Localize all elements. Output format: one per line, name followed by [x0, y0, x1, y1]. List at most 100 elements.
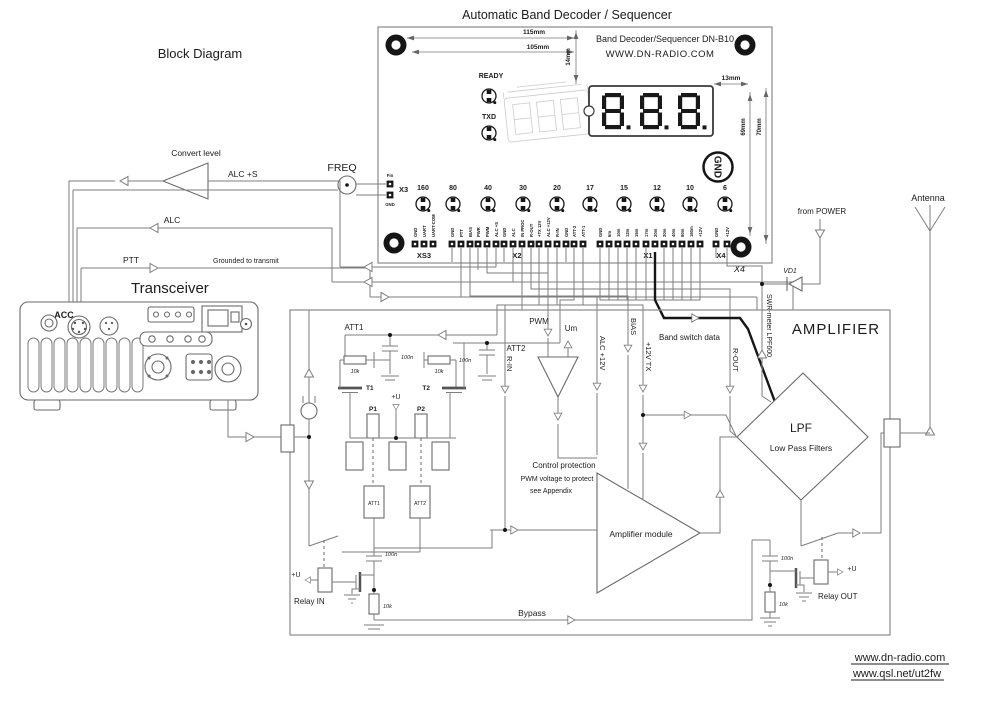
svg-text:10m: 10m [616, 228, 621, 237]
svg-text:GND: GND [385, 202, 395, 207]
arrow-right-icon [149, 263, 159, 273]
svg-text:X4: X4 [733, 264, 745, 274]
connector-x4: GND +12V X4 X4 [712, 227, 745, 274]
svg-text:15: 15 [620, 185, 628, 192]
band-data-bus [653, 252, 777, 403]
svg-text:6: 6 [723, 185, 727, 192]
amplifier-module [596, 472, 702, 594]
svg-text:ATT-2: ATT-2 [572, 225, 577, 237]
dim-13mm: 13mm [722, 75, 741, 82]
svg-text:+TX 12V: +TX 12V [537, 220, 542, 237]
transceiver-title: Transceiver [131, 280, 209, 297]
svg-text:ALC: ALC [511, 228, 516, 237]
svg-text:17: 17 [586, 185, 594, 192]
freq-coax-center [345, 183, 349, 187]
junction-dots [307, 282, 772, 592]
arrow-down-icon [815, 229, 825, 239]
page-title: Automatic Band Decoder / Sequencer [462, 8, 672, 22]
svg-text:12: 12 [653, 185, 661, 192]
svg-text:ALC +S: ALC +S [494, 222, 499, 237]
svg-text:PTT: PTT [459, 229, 464, 237]
opamp-icon [537, 356, 579, 399]
display-dimension-drawing [502, 81, 593, 143]
svg-text:160: 160 [417, 185, 429, 192]
convert-level-amp-icon [161, 162, 209, 200]
seven-segment-display: 8.8.8. [583, 85, 714, 137]
svg-text:ATT-1: ATT-1 [581, 225, 586, 237]
dim-69mm: 69mm [741, 118, 747, 135]
svg-text:IN PROC: IN PROC [520, 220, 525, 237]
p1-label: P1 [369, 406, 377, 413]
control-line2: PWM voltage to protect [521, 476, 594, 483]
right-side: Antenna from POWER VD1 SWR-meter LPF600 [761, 193, 946, 436]
board-url: WWW.DN-RADIO.COM [606, 49, 715, 60]
connector-x1: GND 6m 10m 12m 15m 17m 20m 30m 40m 80m 1… [596, 226, 704, 260]
ptt-label: PTT [123, 255, 139, 265]
dimension-lines: 115mm 105mm 14mm 13mm 69mm 70mm [407, 29, 769, 244]
svg-text:GND: GND [502, 228, 507, 237]
svg-text:12m: 12m [625, 228, 630, 237]
u-plus-label: +U [291, 572, 300, 579]
from-power-label: from POWER [798, 207, 847, 216]
gnd-logo: GND [702, 151, 734, 183]
svg-text:80m: 80m [680, 228, 685, 237]
antenna-icon [914, 205, 946, 433]
svg-text:X4: X4 [716, 251, 726, 260]
svg-text:GND: GND [598, 228, 603, 237]
c100n-label: 100n [385, 552, 397, 558]
ready-label: READY [479, 73, 504, 80]
relay-out-circuit: +U Relay OUT 100n 10k [760, 432, 884, 627]
svg-text:20m: 20m [653, 228, 658, 237]
link-qsl[interactable]: www.qsl.net/ut2fw [852, 668, 941, 680]
svg-text:UART: UART [422, 225, 427, 237]
resistor-10k [764, 591, 776, 613]
um-label: Um [565, 324, 578, 333]
mounting-hole [385, 34, 407, 56]
resistor-10k [427, 355, 451, 365]
relay-out-label: Relay OUT [818, 592, 858, 601]
c100n-label: 100n [781, 556, 793, 562]
dim-115mm: 115mm [523, 29, 545, 36]
control-line3: see Appendix [530, 488, 573, 495]
alc-label: ALC [164, 215, 181, 225]
link-dn-radio[interactable]: www.dn-radio.com [854, 652, 945, 664]
relay-out-coil [813, 559, 829, 585]
svg-text:PWR: PWR [476, 227, 481, 237]
svg-text:PWM: PWM [485, 226, 490, 237]
svg-text:GND: GND [712, 156, 723, 178]
lpf-subtitle: Low Pass Filters [770, 443, 832, 453]
svg-text:GND: GND [450, 228, 455, 237]
u-plus-label: +U [847, 566, 856, 573]
svg-text:GND: GND [564, 228, 569, 237]
amplifier-title: AMPLIFIER [792, 321, 880, 338]
t1-label: T1 [366, 385, 374, 392]
transceiver-drawing: ACC [19, 301, 259, 411]
module-label: Amplifier module [609, 529, 673, 539]
resistor-10k [368, 593, 380, 615]
din-connector-icon [99, 316, 119, 336]
swr-label: SWR-meter LPF600 [765, 294, 772, 357]
svg-text:30m: 30m [662, 228, 667, 237]
svg-text:BIAS: BIAS [468, 227, 473, 237]
alc-s-label: ALC +S [228, 169, 258, 179]
convert-level-label: Convert level [171, 148, 221, 158]
connector-x2: GND PTT BIAS PWR PWM ALC +S GND ALC IN P… [448, 217, 587, 260]
r10k-label: 10k [435, 369, 444, 375]
c100n-label: 100n [401, 355, 413, 361]
svg-text:15m: 15m [634, 228, 639, 237]
connector-x3: Fin GND X3 [385, 173, 408, 207]
input-connector [280, 424, 295, 453]
svg-text:ALC +12V: ALC +12V [546, 217, 551, 237]
svg-text:6m: 6m [607, 231, 612, 237]
arrow-up-icon [925, 426, 935, 436]
c100n-label: 100n [459, 358, 471, 364]
board-name: Band Decoder/Sequencer DN-B10 [596, 34, 734, 44]
arrow-left-icon [149, 223, 159, 233]
amplifier-box: AMPLIFIER LPF Low Pass Filters ATT1 ATT2… [280, 282, 930, 636]
att1-label: ATT1 [345, 323, 365, 332]
ready-led-icon [481, 88, 497, 105]
page-subtitle: Block Diagram [158, 46, 243, 61]
dim-70mm: 70mm [757, 118, 763, 135]
txd-led-icon [481, 125, 497, 142]
